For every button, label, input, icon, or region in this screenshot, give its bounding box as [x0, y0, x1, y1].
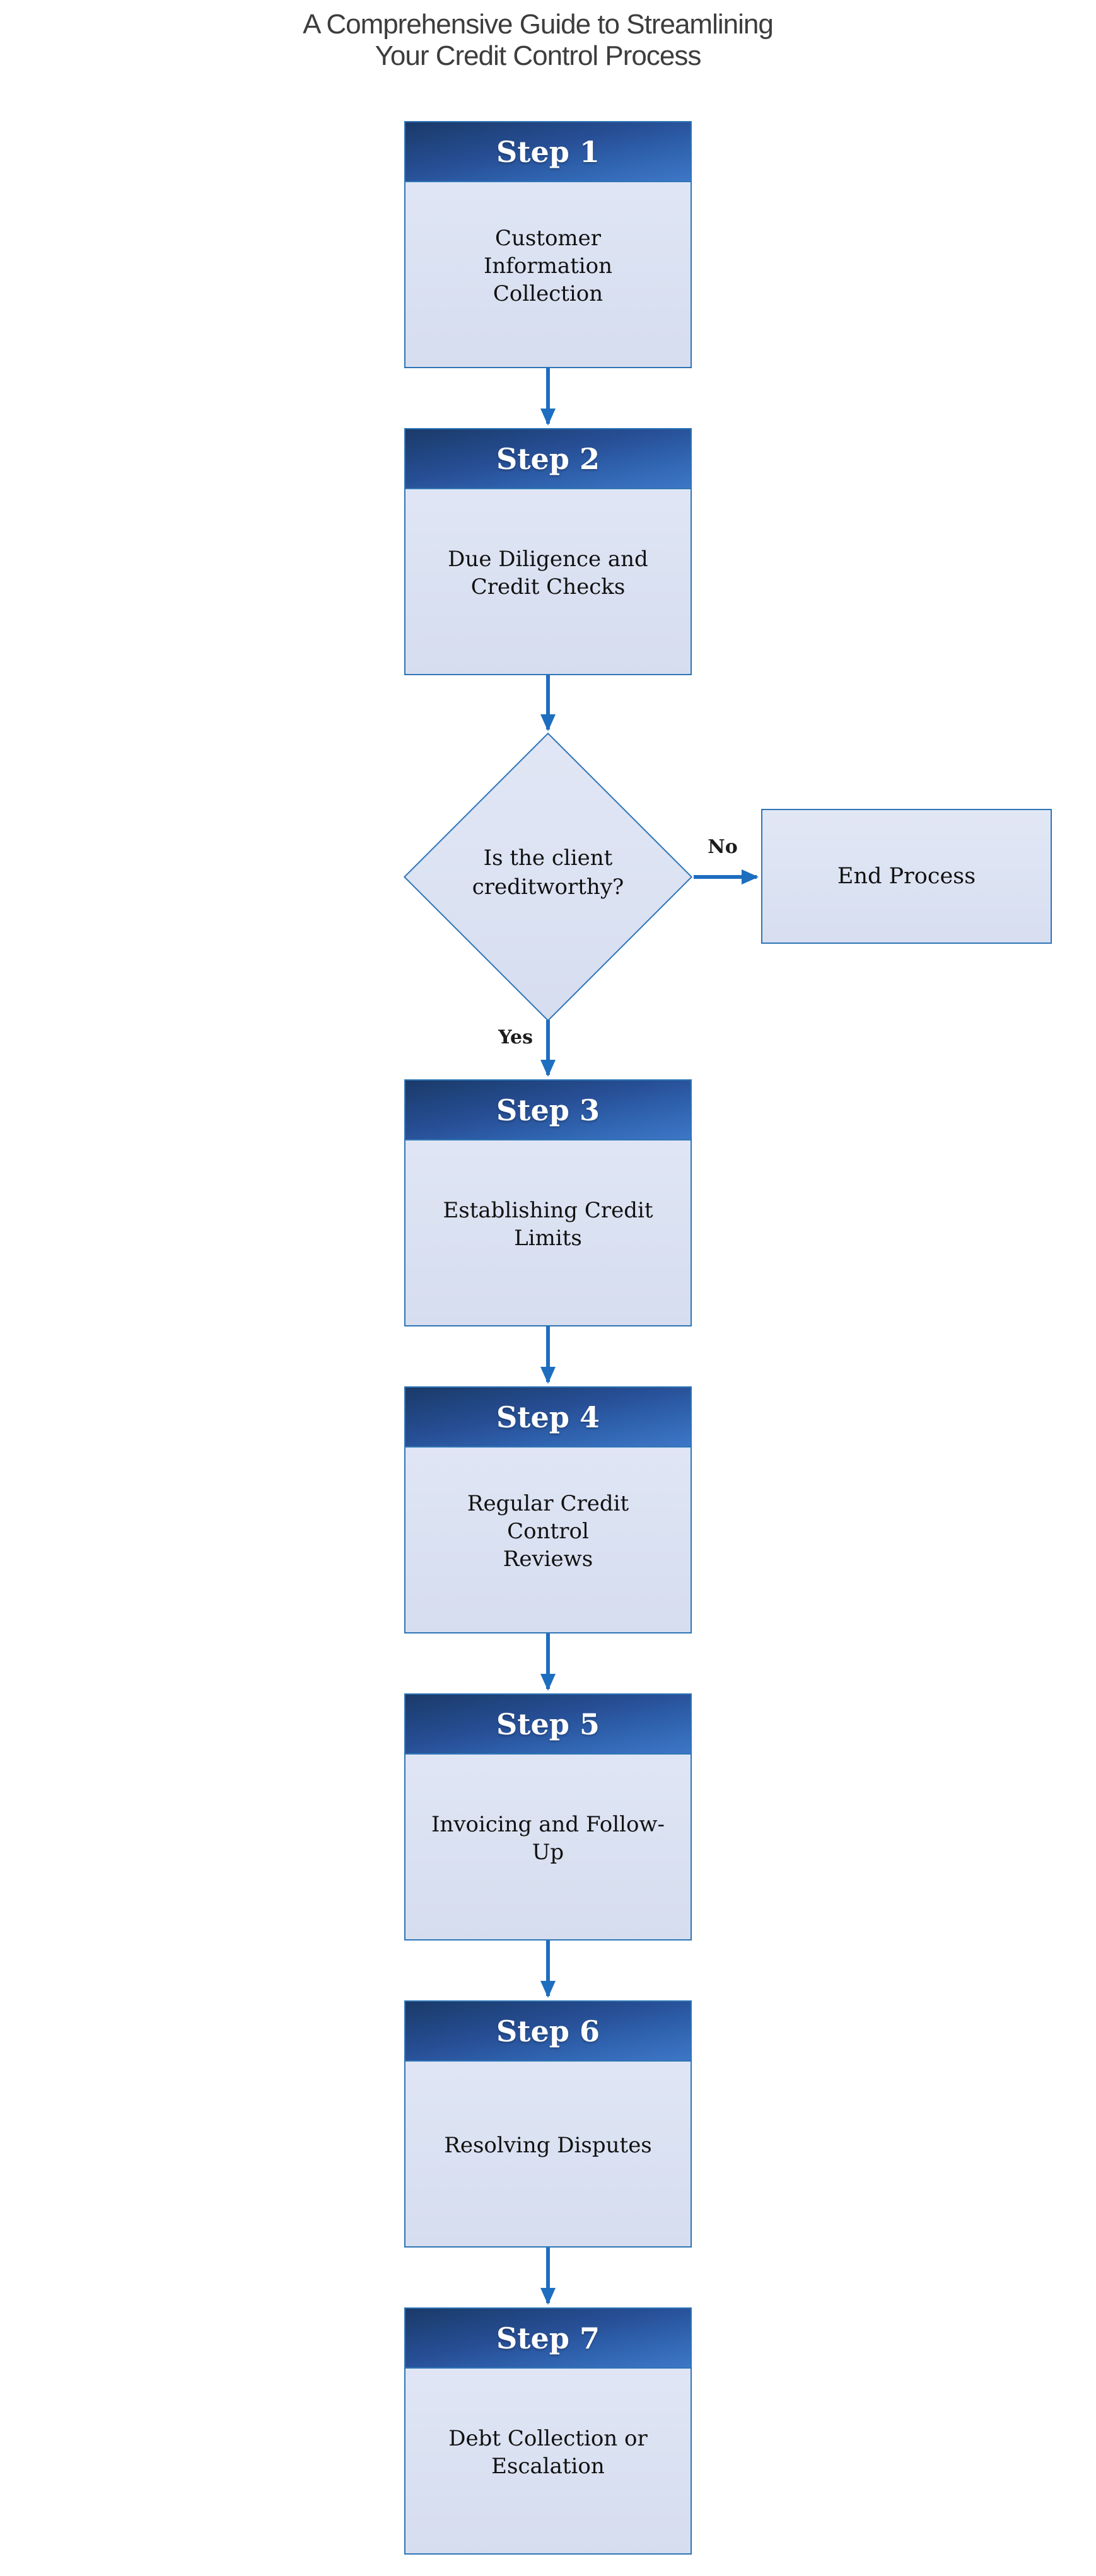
step-7-label: Step 7 — [496, 2321, 600, 2355]
step-3-header: Step 3 — [405, 1081, 691, 1140]
step-2-text: Due Diligence and Credit Checks — [448, 546, 648, 600]
decision-label-wrap: Is the client creditworthy? — [404, 734, 692, 1020]
step-1-body: Customer Information Collection — [405, 182, 691, 367]
step-box-4: Step 4 Regular Credit Control Reviews — [404, 1386, 692, 1633]
step-7-header: Step 7 — [405, 2309, 691, 2369]
step-1-label: Step 1 — [496, 134, 600, 169]
diagram-title: A Comprehensive Guide to Streamlining Yo… — [303, 9, 774, 71]
step-5-text: Invoicing and Follow- Up — [431, 1811, 665, 1865]
step-2-label: Step 2 — [496, 441, 600, 476]
step-6-text: Resolving Disputes — [444, 2132, 652, 2158]
step-box-5: Step 5 Invoicing and Follow- Up — [404, 1693, 692, 1941]
step-7-body: Debt Collection or Escalation — [405, 2369, 691, 2553]
step-6-header: Step 6 — [405, 2002, 691, 2062]
step-4-text: Regular Credit Control Reviews — [467, 1490, 629, 1572]
step-1-header: Step 1 — [405, 122, 691, 182]
step-box-1: Step 1 Customer Information Collection — [404, 121, 692, 368]
step-3-text: Establishing Credit Limits — [443, 1197, 653, 1251]
step-box-2: Step 2 Due Diligence and Credit Checks — [404, 428, 692, 675]
no-branch-label: No — [708, 836, 738, 858]
step-box-6: Step 6 Resolving Disputes — [404, 2000, 692, 2248]
step-5-header: Step 5 — [405, 1695, 691, 1755]
step-1-text: Customer Information Collection — [483, 225, 613, 306]
yes-branch-label: Yes — [498, 1026, 533, 1048]
step-4-body: Regular Credit Control Reviews — [405, 1448, 691, 1632]
step-5-label: Step 5 — [496, 1707, 600, 1741]
step-7-text: Debt Collection or Escalation — [448, 2425, 648, 2479]
step-box-7: Step 7 Debt Collection or Escalation — [404, 2307, 692, 2555]
step-5-body: Invoicing and Follow- Up — [405, 1755, 691, 1939]
end-process-box: End Process — [761, 809, 1052, 944]
step-3-body: Establishing Credit Limits — [405, 1140, 691, 1325]
step-3-label: Step 3 — [496, 1093, 600, 1127]
step-4-header: Step 4 — [405, 1388, 691, 1448]
end-process-text: End Process — [837, 864, 976, 889]
step-4-label: Step 4 — [496, 1400, 600, 1434]
decision-text: Is the client creditworthy? — [472, 845, 624, 900]
step-2-body: Due Diligence and Credit Checks — [405, 489, 691, 674]
step-6-body: Resolving Disputes — [405, 2062, 691, 2246]
step-6-label: Step 6 — [496, 2014, 600, 2048]
step-box-3: Step 3 Establishing Credit Limits — [404, 1079, 692, 1326]
step-2-header: Step 2 — [405, 429, 691, 489]
